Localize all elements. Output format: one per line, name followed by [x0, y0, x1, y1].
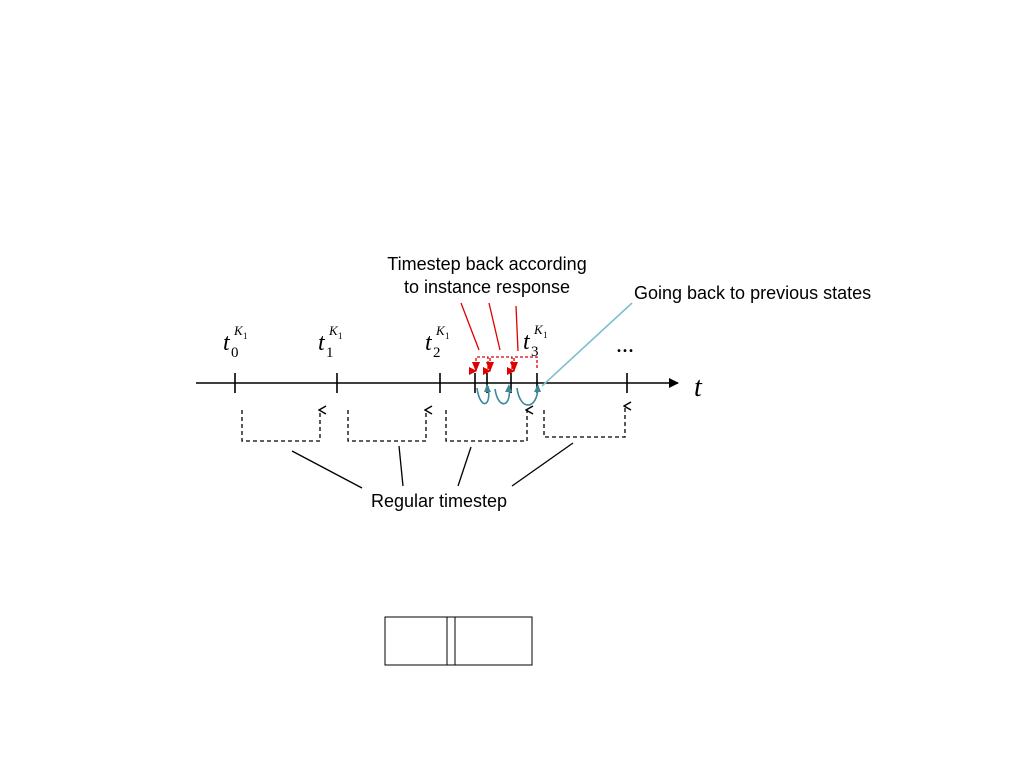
svg-text:K: K [328, 323, 339, 338]
bracket-2 [347, 410, 426, 442]
timestep-back-label-line1: Timestep back according [387, 254, 586, 274]
svg-text:1: 1 [543, 330, 548, 340]
svg-text:K: K [233, 323, 244, 338]
bracket-1 [241, 410, 320, 442]
timestep-back-label-line2: to instance response [404, 277, 570, 297]
regular-timestep-brackets [241, 406, 625, 442]
timestep-back-pointers [460, 302, 519, 352]
going-back-arrowheads [484, 384, 541, 392]
time-point-label-0: t 0 K 1 [223, 323, 248, 361]
timestep-back-brackets [469, 356, 538, 375]
svg-text:t: t [425, 330, 433, 356]
axis-variable-label: t [694, 372, 703, 403]
regular-timestep-pointers [291, 442, 574, 489]
svg-text:t: t [223, 330, 231, 356]
ellipsis-label: ... [616, 332, 634, 358]
time-point-label-2: t 2 K 1 [425, 323, 450, 361]
time-point-label-1: t 1 K 1 [318, 323, 343, 361]
timestep-back-arrowheads [472, 362, 518, 372]
bracket-3 [445, 410, 527, 442]
going-back-pointer [541, 302, 633, 387]
svg-text:3: 3 [531, 344, 539, 360]
svg-text:1: 1 [445, 331, 450, 341]
svg-text:1: 1 [326, 345, 334, 361]
svg-text:K: K [533, 322, 544, 337]
bracket-4 [543, 406, 625, 438]
going-back-label: Going back to previous states [634, 283, 871, 303]
svg-text:1: 1 [338, 331, 343, 341]
svg-text:K: K [435, 323, 446, 338]
svg-text:1: 1 [243, 331, 248, 341]
svg-text:t: t [523, 329, 531, 355]
regular-timestep-label: Regular timestep [371, 491, 507, 511]
axis-ticks [234, 373, 628, 393]
svg-text:2: 2 [433, 345, 441, 361]
svg-text:0: 0 [231, 345, 239, 361]
svg-text:t: t [318, 330, 326, 356]
time-point-label-3: t 3 K 1 [523, 322, 548, 360]
empty-box-shape [384, 616, 533, 666]
